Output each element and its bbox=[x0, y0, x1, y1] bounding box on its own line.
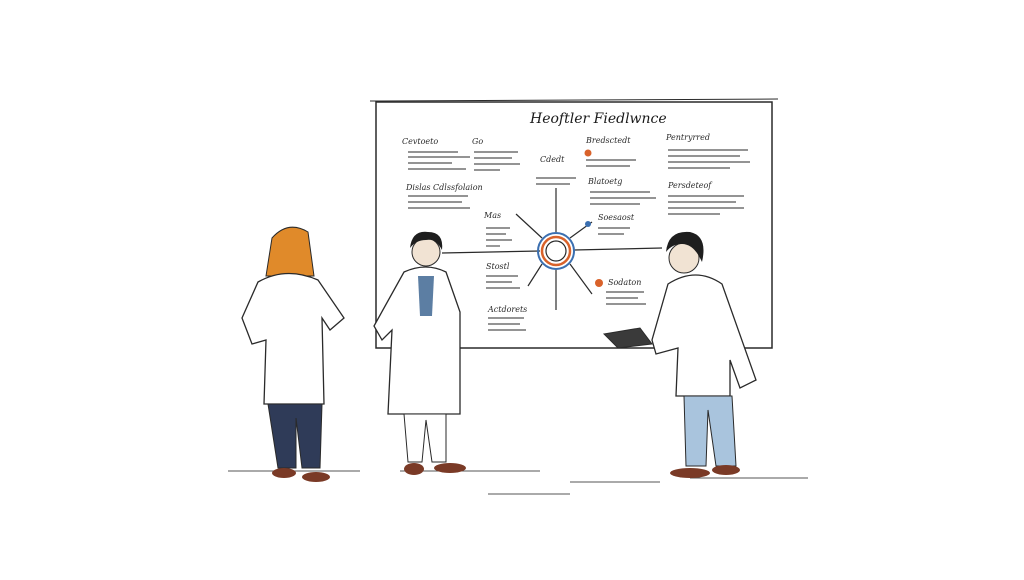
board-title: Heoftler Fiedlwnce bbox=[530, 111, 667, 127]
person-center bbox=[373, 231, 466, 475]
board-section-label: Soesaost bbox=[598, 213, 635, 222]
board-section-label: Persdeteof bbox=[668, 181, 712, 190]
board-section-label: Stostl bbox=[486, 262, 510, 271]
board-section-label: Blatoetg bbox=[588, 177, 623, 186]
board-section-label: Cevtoeto bbox=[402, 137, 439, 146]
board-section-label: Go bbox=[472, 137, 484, 146]
target-diagram bbox=[441, 149, 663, 310]
board-section-label: Dislas Cdlssfolaion bbox=[406, 183, 483, 192]
board-section-label: Pentryrred bbox=[666, 133, 710, 142]
person-right bbox=[602, 231, 757, 478]
board-text-scribbles bbox=[408, 149, 750, 331]
board-section-label: Bredsctedt bbox=[586, 136, 631, 145]
board-section-label: Mas bbox=[484, 211, 502, 220]
person-orange-hair bbox=[241, 226, 345, 482]
board-section-label: Cdedt bbox=[540, 155, 565, 164]
board-section-label: Actdorets bbox=[488, 305, 528, 314]
board-section-label: Sodaton bbox=[608, 278, 642, 287]
